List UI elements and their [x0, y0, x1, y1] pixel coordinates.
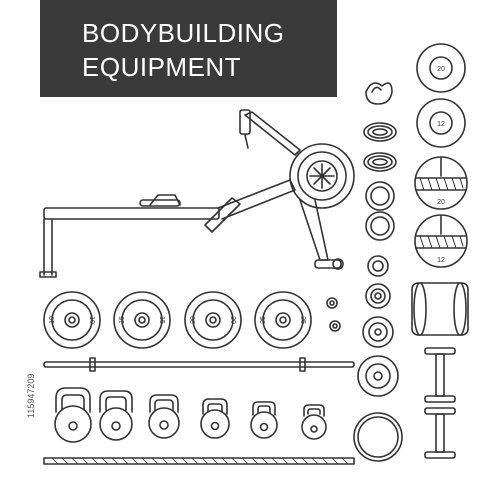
title-line-2: EQUIPMENT: [82, 52, 242, 82]
plate-label: 20: [229, 316, 236, 324]
wall-ball-label: 12: [437, 257, 445, 264]
weight-plate-icon: [254, 291, 312, 349]
plate-label: 15: [158, 316, 165, 324]
title-banner: BODYBUILDING EQUIPMENT: [40, 0, 337, 97]
kettlebell-icon: [250, 401, 278, 439]
weight-plate-icon: [357, 355, 399, 397]
plate-label: 10: [88, 316, 95, 324]
dumbbell-icon: [424, 347, 456, 403]
plate-label: 20: [190, 316, 197, 324]
barbell-icon: [43, 357, 355, 372]
dumbbell-icon: [424, 407, 456, 459]
medicine-ball-icon: [416, 98, 466, 148]
medicine-ball-icon: [416, 43, 466, 93]
kettlebell-icon: [99, 390, 133, 441]
title-line-1: BODYBUILDING: [82, 18, 285, 48]
barbell-clip-icon: [326, 297, 341, 332]
floor-mat-icon: [43, 457, 355, 465]
weight-plate-icon: [365, 283, 391, 309]
jump-rope-icon: [365, 82, 393, 105]
weight-plate-icon: [365, 211, 395, 241]
kettlebell-icon: [200, 398, 230, 439]
plate-labels: 10 10 15 15 20 20 25 25 20 12 20 12: [49, 66, 445, 324]
rowing-machine-icon: [39, 109, 355, 278]
medicine-ball-label: 12: [437, 121, 445, 128]
weight-plate-icon: [365, 181, 395, 211]
kettlebell-icon: [148, 394, 180, 439]
resistance-band-icon: [363, 122, 397, 142]
wall-ball-label: 20: [437, 199, 445, 206]
weight-plate-icon: [43, 291, 101, 349]
plate-label: 15: [119, 316, 126, 324]
resistance-band-icon: [363, 152, 397, 172]
wall-ball-icon: [414, 214, 468, 268]
kettlebell-icon: [54, 387, 92, 443]
weight-plate-icon: [362, 316, 394, 348]
plate-label: 25: [299, 316, 306, 324]
plate-label: 10: [49, 316, 56, 324]
weight-plate-icon: [367, 255, 389, 277]
medicine-ball-label: 20: [437, 66, 445, 73]
plate-label: 25: [260, 316, 267, 324]
weight-plate-icon: [184, 291, 242, 349]
foam-roller-icon: [411, 282, 469, 336]
wall-ball-icon: [414, 156, 468, 210]
kettlebell-icon: [301, 404, 327, 440]
hula-hoop-icon: [353, 412, 403, 462]
weight-plate-icon: [113, 291, 171, 349]
